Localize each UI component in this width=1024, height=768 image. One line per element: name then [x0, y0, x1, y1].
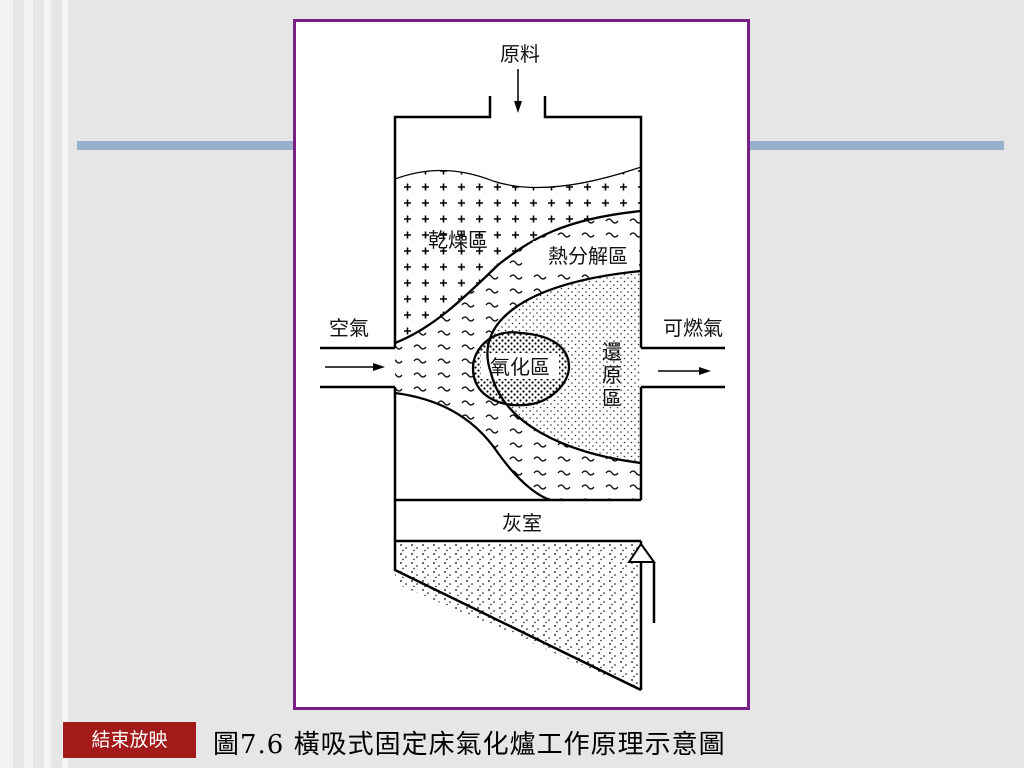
feed-arrow	[514, 69, 522, 113]
gasifier-diagram: 原料 乾燥區 熱分解區 空氣 可燃氣 氧化區 還 原 區 灰室	[320, 42, 725, 692]
feed-label: 原料	[500, 42, 540, 66]
drying-zone-fill	[395, 167, 641, 343]
figure-caption: 圖7.6 橫吸式固定床氣化爐工作原理示意圖	[213, 730, 726, 760]
pyrolysis-zone-fill	[395, 211, 641, 500]
gas-arrow	[658, 367, 711, 375]
air-inlet-label: 空氣	[329, 316, 369, 340]
oxidation-zone-label: 氧化區	[490, 355, 550, 379]
diagram-frame: 原料 乾燥區 熱分解區 空氣 可燃氣 氧化區 還 原 區 灰室	[293, 19, 750, 710]
pyrolysis-label-bg	[533, 241, 639, 269]
background-stripe-3	[44, 0, 51, 768]
pyrolysis-zone-label: 熱分解區	[548, 244, 628, 268]
gas-outlet-pipe	[641, 346, 725, 389]
reduction-zone-label-3: 區	[602, 386, 622, 410]
gas-outlet-label: 可燃氣	[663, 316, 723, 340]
ash-valve-icon	[627, 542, 656, 563]
ash-fill	[395, 541, 641, 691]
reduction-zone-label-1: 還	[602, 340, 622, 364]
background-stripe-4	[62, 0, 68, 768]
background-stripe-1	[0, 0, 13, 768]
reduction-zone-label-2: 原	[602, 363, 622, 387]
background-stripe-2	[24, 0, 33, 768]
air-inlet-pipe	[320, 346, 395, 389]
accent-line-right	[747, 141, 1004, 150]
accent-line-left	[77, 141, 296, 150]
end-show-button[interactable]: 結束放映	[63, 722, 196, 758]
air-arrow	[325, 363, 385, 371]
zone-boundaries	[394, 166, 642, 502]
ash-chamber-label: 灰室	[502, 511, 542, 535]
drying-zone-label: 乾燥區	[428, 228, 488, 252]
gasifier-vessel	[393, 96, 656, 692]
